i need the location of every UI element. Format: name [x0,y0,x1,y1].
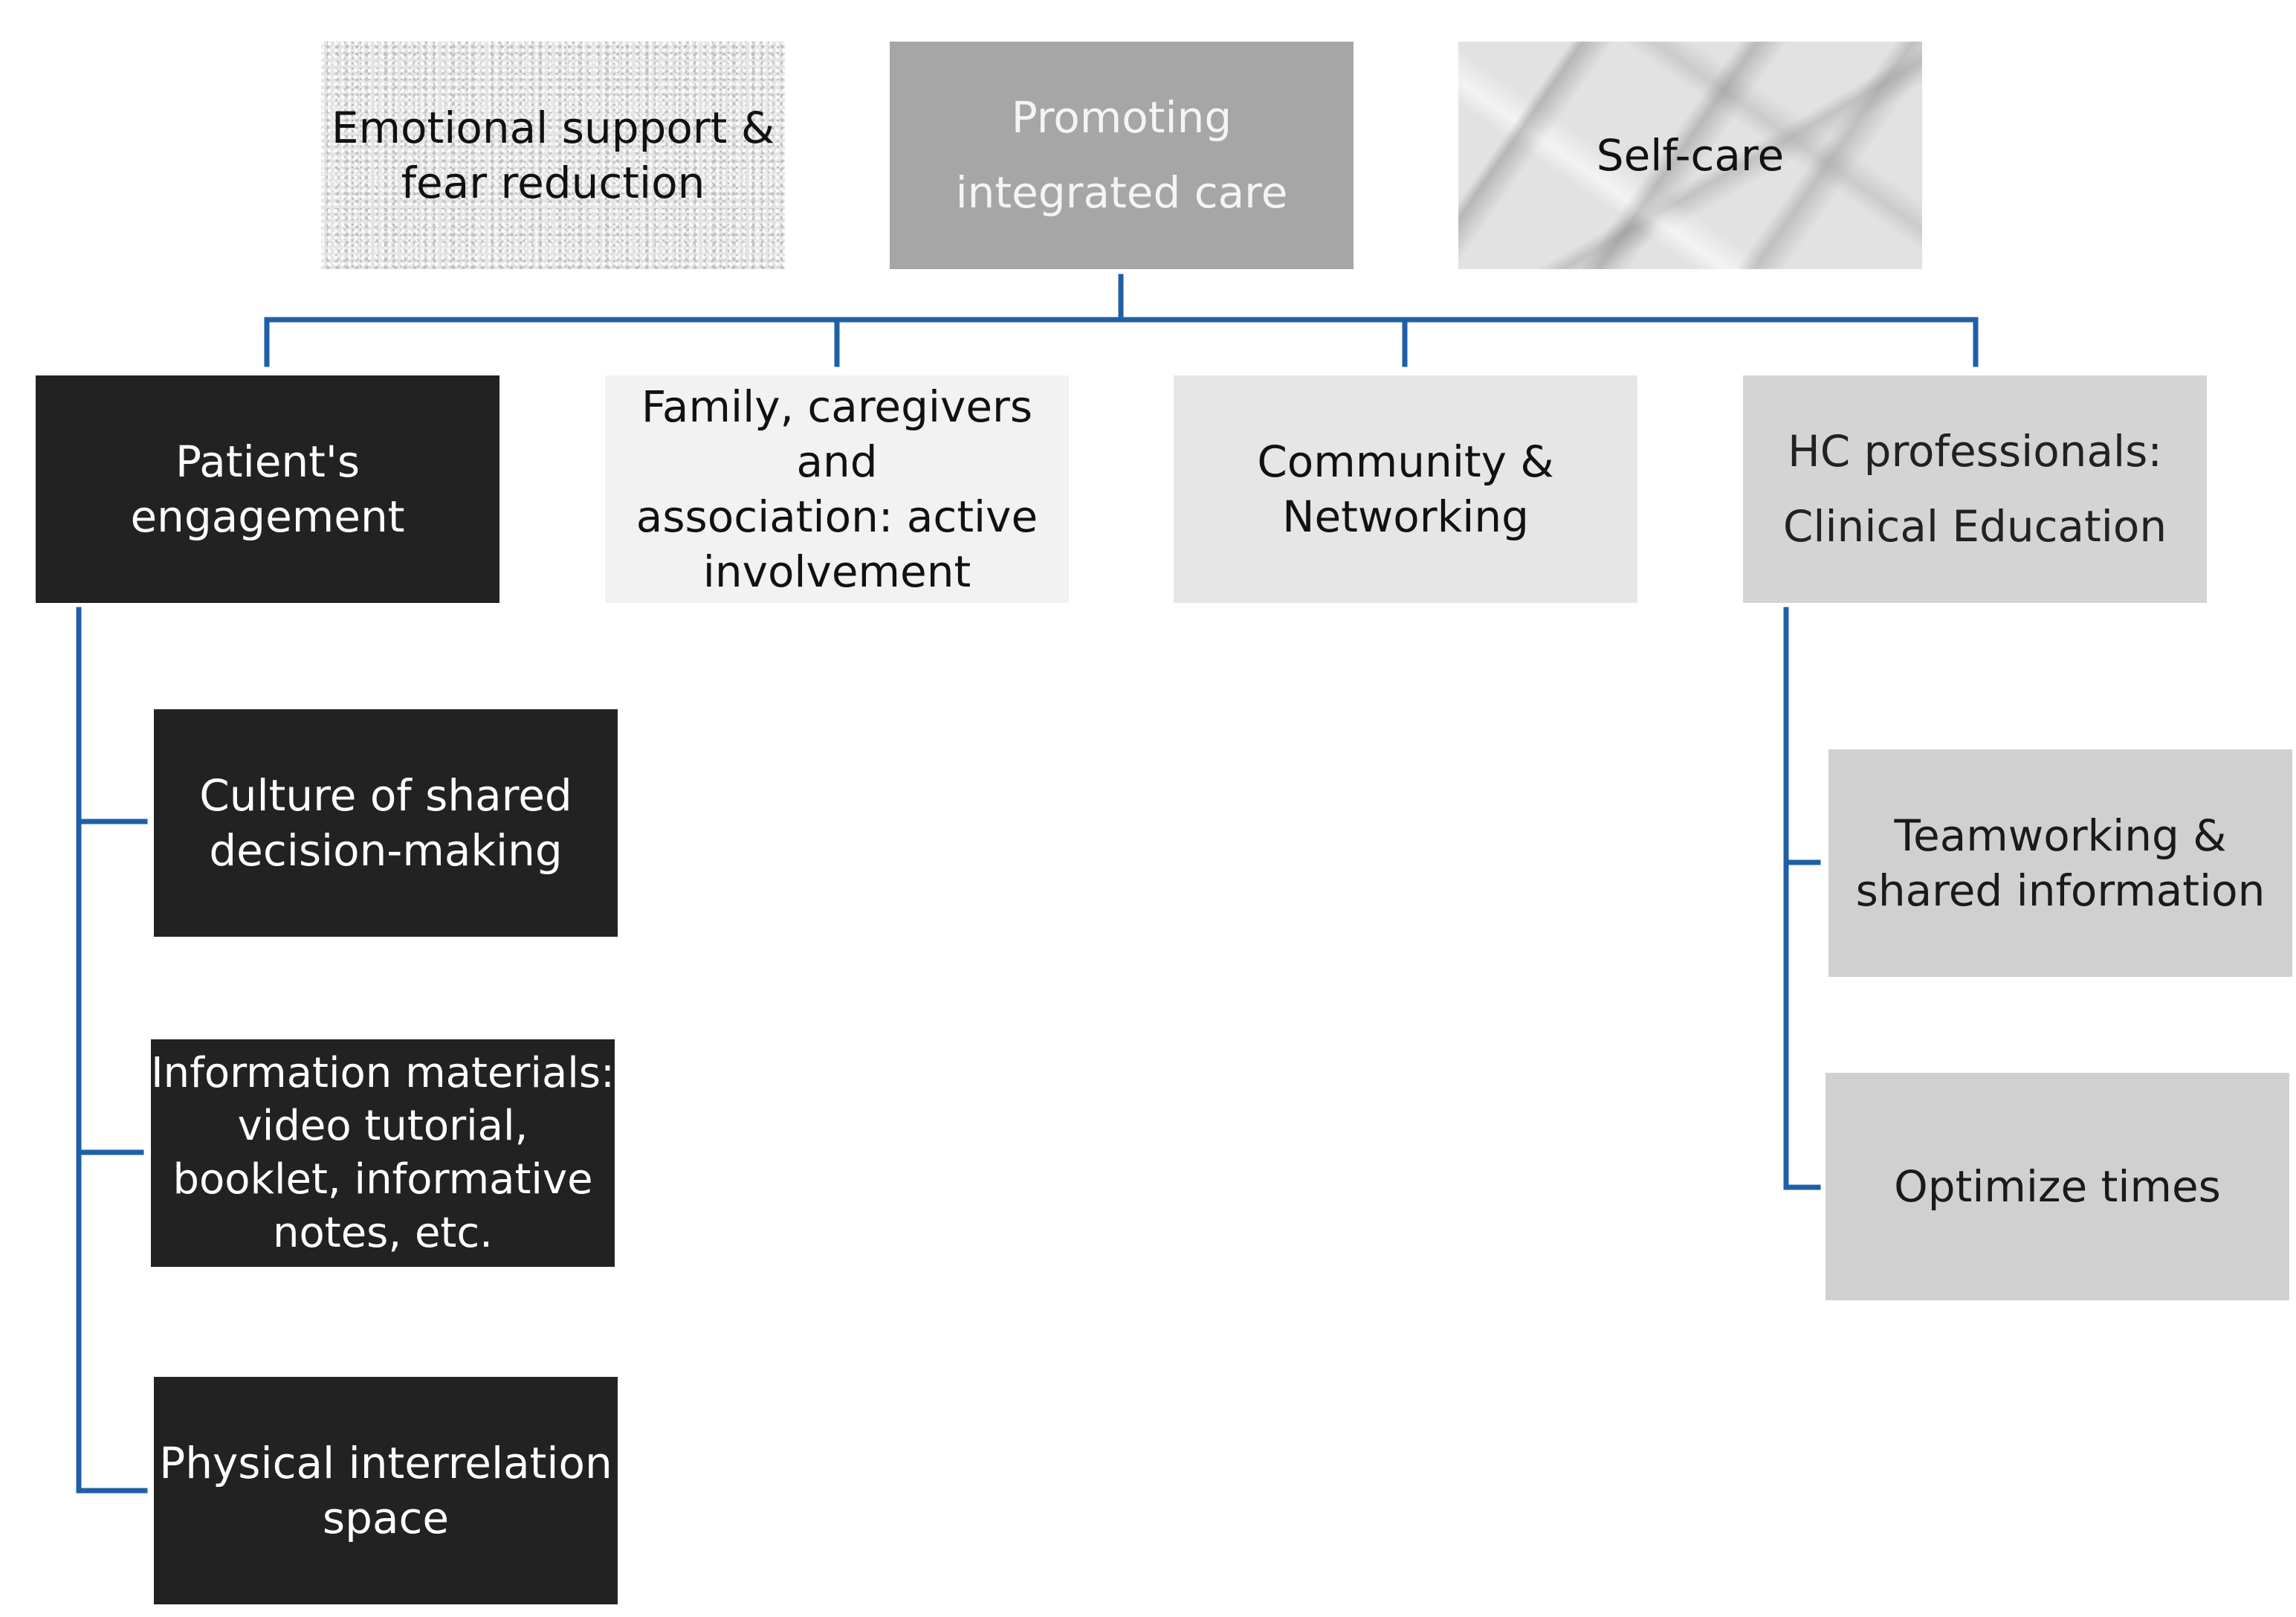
node-teamworking-shared-information: Teamworking & shared information [1828,749,2292,977]
node-patients-engagement: Patient's engagement [36,375,499,603]
node-community-networking: Community & Networking [1174,375,1637,603]
node-promoting-integrated-care: Promoting integrated care [890,42,1354,269]
node-hc-professionals: HC professionals: Clinical Education [1743,375,2207,603]
node-shared-decision-making: Culture of shared decision-making [154,709,618,937]
node-physical-interrelation-space: Physical interrelation space [154,1377,618,1604]
node-family-caregivers: Family, caregivers and association: acti… [605,375,1069,603]
node-information-materials: Information materials: video tutorial, b… [151,1039,615,1267]
node-self-care: Self-care [1458,42,1922,269]
node-optimize-times: Optimize times [1826,1073,2289,1300]
node-emotional-support: Emotional support & fear reduction [321,42,785,269]
